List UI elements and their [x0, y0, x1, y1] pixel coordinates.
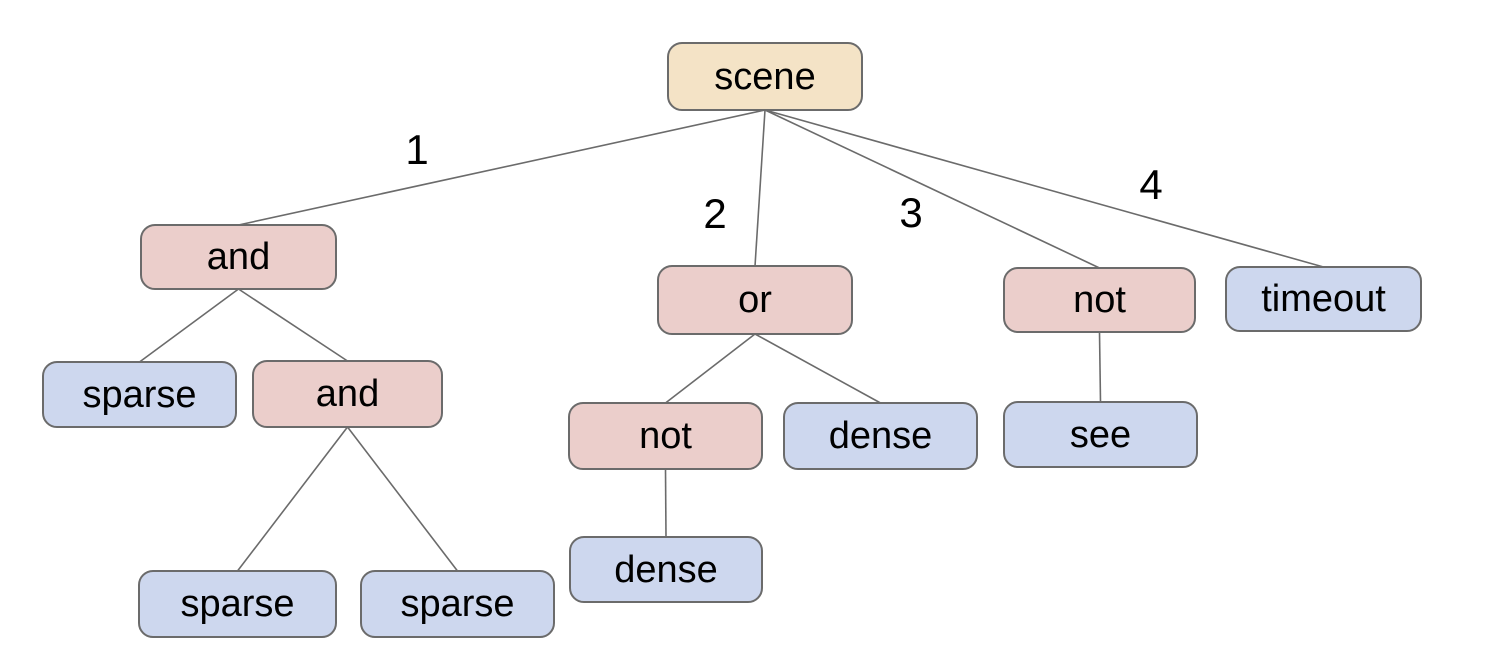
node-dense-1: dense [783, 402, 978, 470]
edge-and-2-sparse-3 [346, 426, 459, 572]
edge-scene-and-1 [238, 109, 766, 226]
node-see-1: see [1003, 401, 1198, 468]
node-sparse-3: sparse [360, 570, 555, 638]
edge-and-2-sparse-2 [236, 426, 349, 572]
edge-label-1: 1 [405, 126, 428, 173]
edge-scene-timeout-1 [764, 109, 1324, 268]
node-not-2: not [568, 402, 763, 470]
node-scene: scene [667, 42, 863, 111]
node-or-1: or [657, 265, 853, 335]
edge-label-2: 2 [703, 190, 726, 237]
node-dense-2: dense [569, 536, 763, 603]
edge-and-1-and-2 [238, 288, 348, 362]
edge-and-1-sparse-1 [139, 288, 239, 363]
edge-label-3: 3 [899, 189, 922, 236]
edge-or-1-dense-1 [754, 333, 881, 404]
edge-not-1-see-1 [1098, 331, 1102, 403]
edge-not-2-dense-2 [664, 468, 667, 538]
node-sparse-1: sparse [42, 361, 237, 428]
edge-label-4: 4 [1139, 161, 1162, 208]
edge-or-1-not-2 [665, 333, 756, 404]
node-timeout-1: timeout [1225, 266, 1422, 332]
edge-scene-or-1 [754, 109, 766, 267]
node-and-1: and [140, 224, 337, 290]
node-not-1: not [1003, 267, 1196, 333]
edge-scene-not-1 [764, 109, 1100, 269]
node-and-2: and [252, 360, 443, 428]
node-sparse-2: sparse [138, 570, 337, 638]
